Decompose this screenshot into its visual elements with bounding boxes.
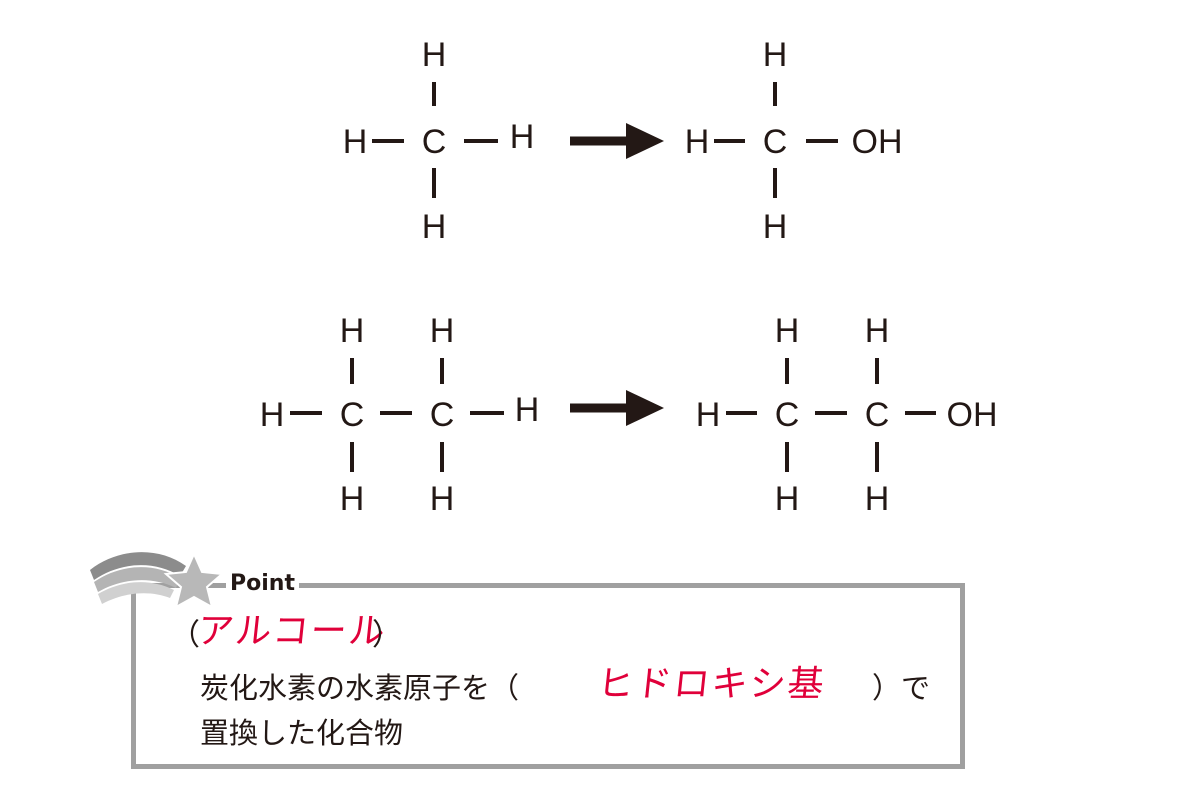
- ethanol-structure: H H H C C OH H H: [696, 312, 998, 518]
- atom-h: H: [515, 391, 540, 429]
- close-paren: ）: [372, 618, 402, 653]
- definition-line-2: 置換した化合物: [200, 716, 404, 750]
- atom-h: H: [775, 312, 800, 350]
- definition-line-1-suffix: ）で: [872, 671, 931, 705]
- reaction-arrow-1: [570, 123, 664, 159]
- atom-h: H: [510, 118, 535, 156]
- atom-c: C: [865, 396, 890, 434]
- atom-h: H: [340, 312, 365, 350]
- open-paren: （: [170, 618, 200, 653]
- definition-line-1-prefix: 炭化水素の水素原子を（: [200, 671, 520, 705]
- reaction-arrow-2: [570, 390, 664, 426]
- ethane-structure: H H H C C H H H: [260, 312, 540, 518]
- atom-h: H: [430, 480, 455, 518]
- group-oh: OH: [852, 123, 903, 161]
- point-label: Point: [226, 570, 299, 598]
- atom-h: H: [430, 312, 455, 350]
- reaction-diagram: H H C H H H H C OH H H H H C C H: [260, 36, 998, 518]
- group-oh: OH: [947, 396, 998, 434]
- atom-h: H: [685, 123, 710, 161]
- atom-h: H: [343, 123, 368, 161]
- answer-hydroxy-group: ヒドロキシ基: [595, 664, 828, 705]
- point-box: [131, 583, 965, 769]
- methane-structure: H H C H H: [343, 36, 535, 246]
- answer-alcohol: アルコール: [195, 611, 389, 652]
- atom-h: H: [865, 312, 890, 350]
- methanol-structure: H H C OH H: [685, 36, 903, 246]
- atom-c: C: [422, 123, 447, 161]
- atom-c: C: [430, 396, 455, 434]
- atom-c: C: [775, 396, 800, 434]
- atom-h: H: [340, 480, 365, 518]
- atom-h: H: [763, 36, 788, 74]
- atom-h: H: [696, 396, 721, 434]
- atom-h: H: [422, 36, 447, 74]
- atom-h: H: [422, 208, 447, 246]
- atom-h: H: [763, 208, 788, 246]
- atom-h: H: [260, 396, 285, 434]
- atom-c: C: [763, 123, 788, 161]
- atom-h: H: [865, 480, 890, 518]
- atom-c: C: [340, 396, 365, 434]
- atom-h: H: [775, 480, 800, 518]
- shooting-star-icon: [90, 551, 225, 609]
